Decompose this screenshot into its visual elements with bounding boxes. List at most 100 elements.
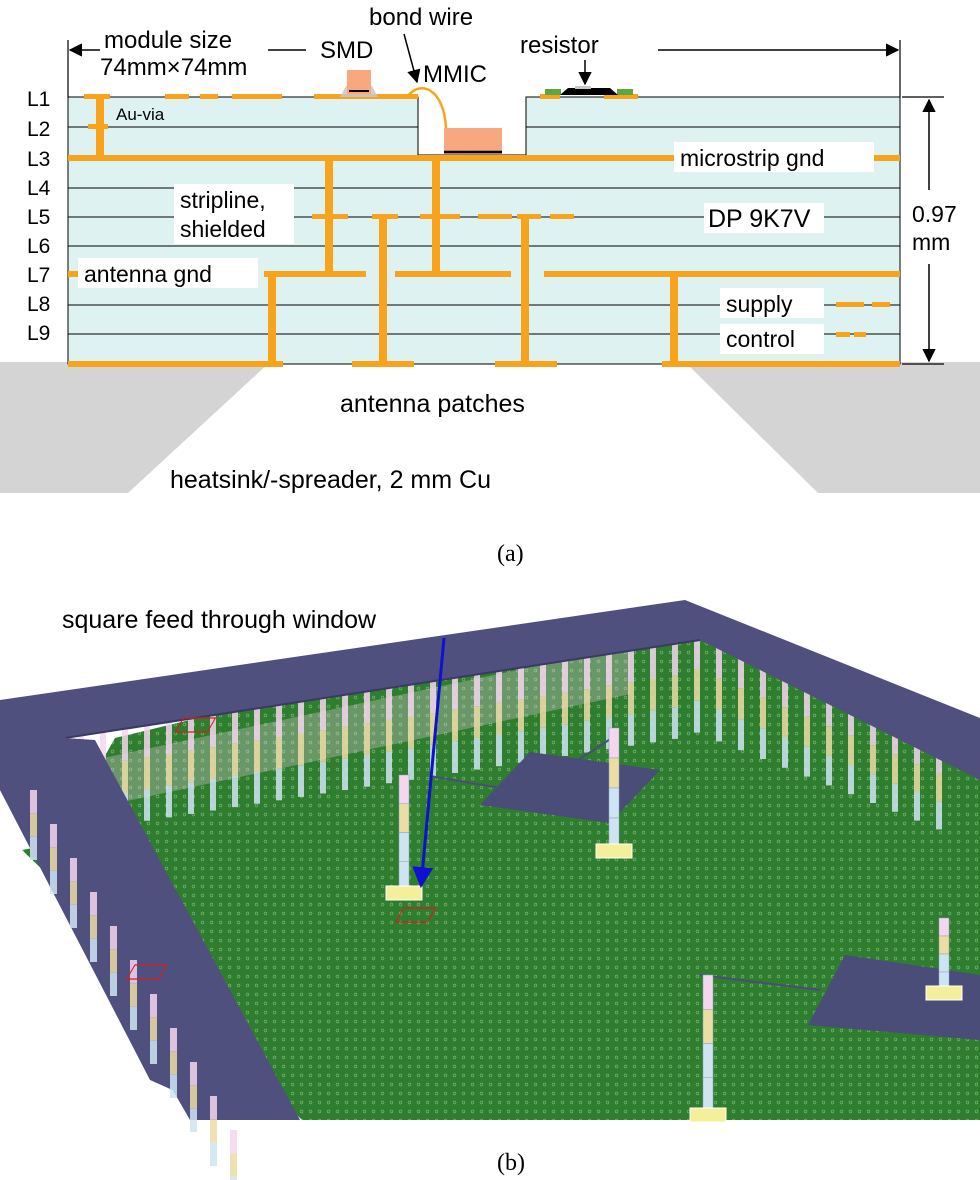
via-post (672, 707, 678, 739)
via-post (342, 726, 348, 759)
feed-via-post (702, 974, 714, 1010)
via-post (166, 785, 172, 818)
via-post (190, 1085, 197, 1109)
via-post (826, 696, 832, 727)
feed-window (125, 964, 168, 980)
layer-label: L9 (27, 322, 50, 345)
feed-via-post (398, 774, 410, 804)
via-post (606, 685, 612, 718)
feed-via-post (938, 953, 950, 973)
via-post (210, 1096, 217, 1120)
feed-via-post (938, 935, 950, 955)
via-post (694, 669, 700, 701)
via-post (130, 960, 137, 984)
via-post (188, 750, 194, 783)
via-post (936, 773, 942, 802)
panel-b-caption: (b) (497, 1150, 525, 1176)
via-post (144, 725, 150, 758)
via-post (628, 714, 634, 746)
via-post (694, 700, 700, 733)
layer-label: L2 (27, 118, 50, 141)
via-post (90, 938, 97, 962)
via-post (562, 660, 568, 693)
via-post (738, 657, 744, 689)
via-post (130, 1006, 137, 1030)
via-post (496, 671, 502, 703)
heatsink-label: heatsink/-spreader, 2 mm Cu (170, 466, 491, 494)
via-post (30, 790, 37, 814)
via-post (188, 718, 194, 751)
antenna-gnd-label: antenna gnd (84, 261, 212, 287)
layer-label: L6 (27, 235, 50, 258)
via-post (826, 755, 832, 786)
via-post (30, 813, 37, 837)
via-post (848, 706, 854, 736)
feed-via-post (702, 1077, 714, 1113)
via-post (694, 637, 700, 670)
feed-via-post (398, 832, 410, 862)
feed-via-post (398, 803, 410, 833)
feed-pad (689, 1107, 727, 1123)
via-post (914, 792, 920, 821)
via-post (298, 765, 304, 797)
module-size-value: 74mm×74mm (100, 54, 247, 81)
thickness-value: 0.97 (912, 201, 957, 227)
via-post (496, 734, 502, 767)
via-post (166, 754, 172, 786)
stripline-label: stripline, (180, 187, 266, 213)
via-post (474, 706, 480, 738)
feed-window-arrow (412, 637, 446, 889)
via-post (870, 774, 876, 803)
via-post (584, 720, 590, 753)
via-post (386, 719, 392, 752)
via-post (628, 650, 634, 683)
via-post (150, 1017, 157, 1041)
via-post (760, 697, 766, 729)
via-post (232, 775, 238, 808)
via-post (672, 675, 678, 708)
layer-label: L8 (27, 293, 50, 316)
via-post (320, 730, 326, 762)
via-post (122, 760, 128, 793)
via-post (518, 731, 524, 763)
via-post (452, 678, 458, 710)
via-post (760, 667, 766, 698)
copper-features (68, 94, 900, 367)
feed-via-post (608, 757, 620, 789)
layer-label: L7 (27, 264, 50, 287)
via-post (276, 705, 282, 737)
via-post (826, 726, 832, 756)
via-post (650, 678, 656, 711)
via-post (254, 772, 260, 804)
feed-via-post (608, 727, 620, 759)
smd-label: SMD (320, 37, 373, 64)
via-post (474, 737, 480, 770)
via-post (210, 1119, 217, 1143)
mmic-chip (444, 128, 502, 154)
via-post (650, 710, 656, 743)
via-post (364, 754, 370, 787)
via-post (716, 647, 722, 679)
via-post (650, 647, 656, 679)
layer-label: L5 (27, 206, 50, 229)
via-post (452, 709, 458, 742)
via-post (408, 748, 414, 780)
via-post (232, 712, 238, 744)
via-post (540, 696, 546, 728)
via-post (50, 824, 57, 848)
via-post (408, 684, 414, 717)
via-post (782, 676, 788, 708)
feed-via-post (702, 1009, 714, 1044)
via-post (230, 1153, 237, 1177)
via-post (848, 765, 854, 795)
via-post (166, 722, 172, 755)
via-post (232, 743, 238, 776)
feed-pad (385, 885, 423, 901)
via-fence-left-bottom (30, 790, 237, 1180)
via-post (276, 768, 282, 801)
supply-label: supply (726, 291, 793, 317)
via-post (408, 716, 414, 749)
via-post (122, 729, 128, 761)
feed-window (394, 907, 437, 923)
feed-via-post (938, 917, 950, 937)
